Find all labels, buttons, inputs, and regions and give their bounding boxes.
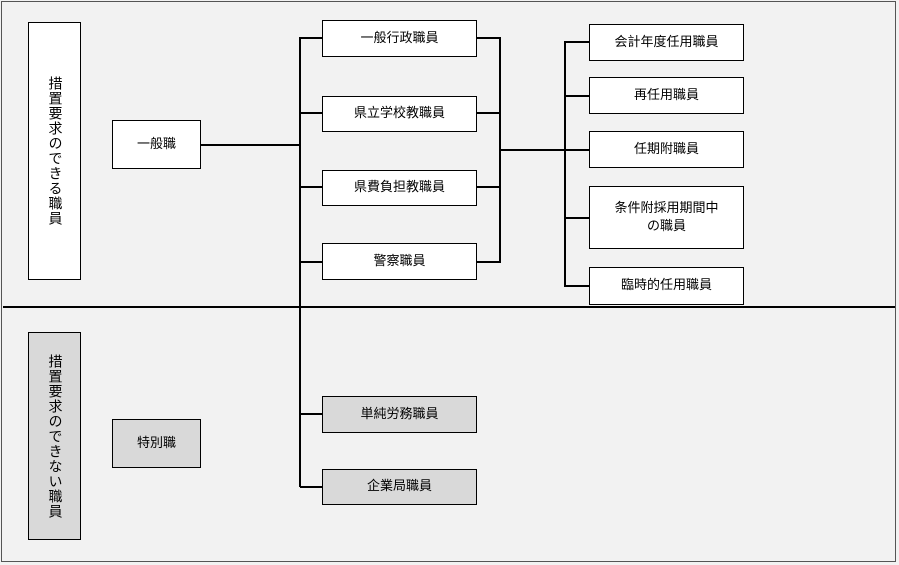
middle-box: 県費負担教職員 (322, 170, 477, 206)
right-box: 再任用職員 (589, 77, 744, 114)
label-cannot-request-text: 措置要求のできない職員 (46, 353, 63, 519)
category-special: 特別職 (112, 419, 201, 468)
bottom-box: 単純労務職員 (322, 396, 477, 433)
middle-box: 警察職員 (322, 243, 477, 280)
bottom-box: 企業局職員 (322, 469, 477, 505)
label-can-request-text: 措置要求のできる職員 (46, 76, 63, 226)
section-divider (3, 306, 895, 308)
right-box: 任期附職員 (589, 131, 744, 168)
middle-box: 県立学校教職員 (322, 96, 477, 132)
label-cannot-request: 措置要求のできない職員 (28, 332, 81, 540)
category-general: 一般職 (112, 120, 201, 169)
right-box: 条件附採用期間中の職員 (589, 186, 744, 249)
label-can-request: 措置要求のできる職員 (28, 22, 81, 280)
right-box: 臨時的任用職員 (589, 267, 744, 305)
right-box: 会計年度任用職員 (589, 24, 744, 61)
middle-box: 一般行政職員 (322, 20, 477, 57)
